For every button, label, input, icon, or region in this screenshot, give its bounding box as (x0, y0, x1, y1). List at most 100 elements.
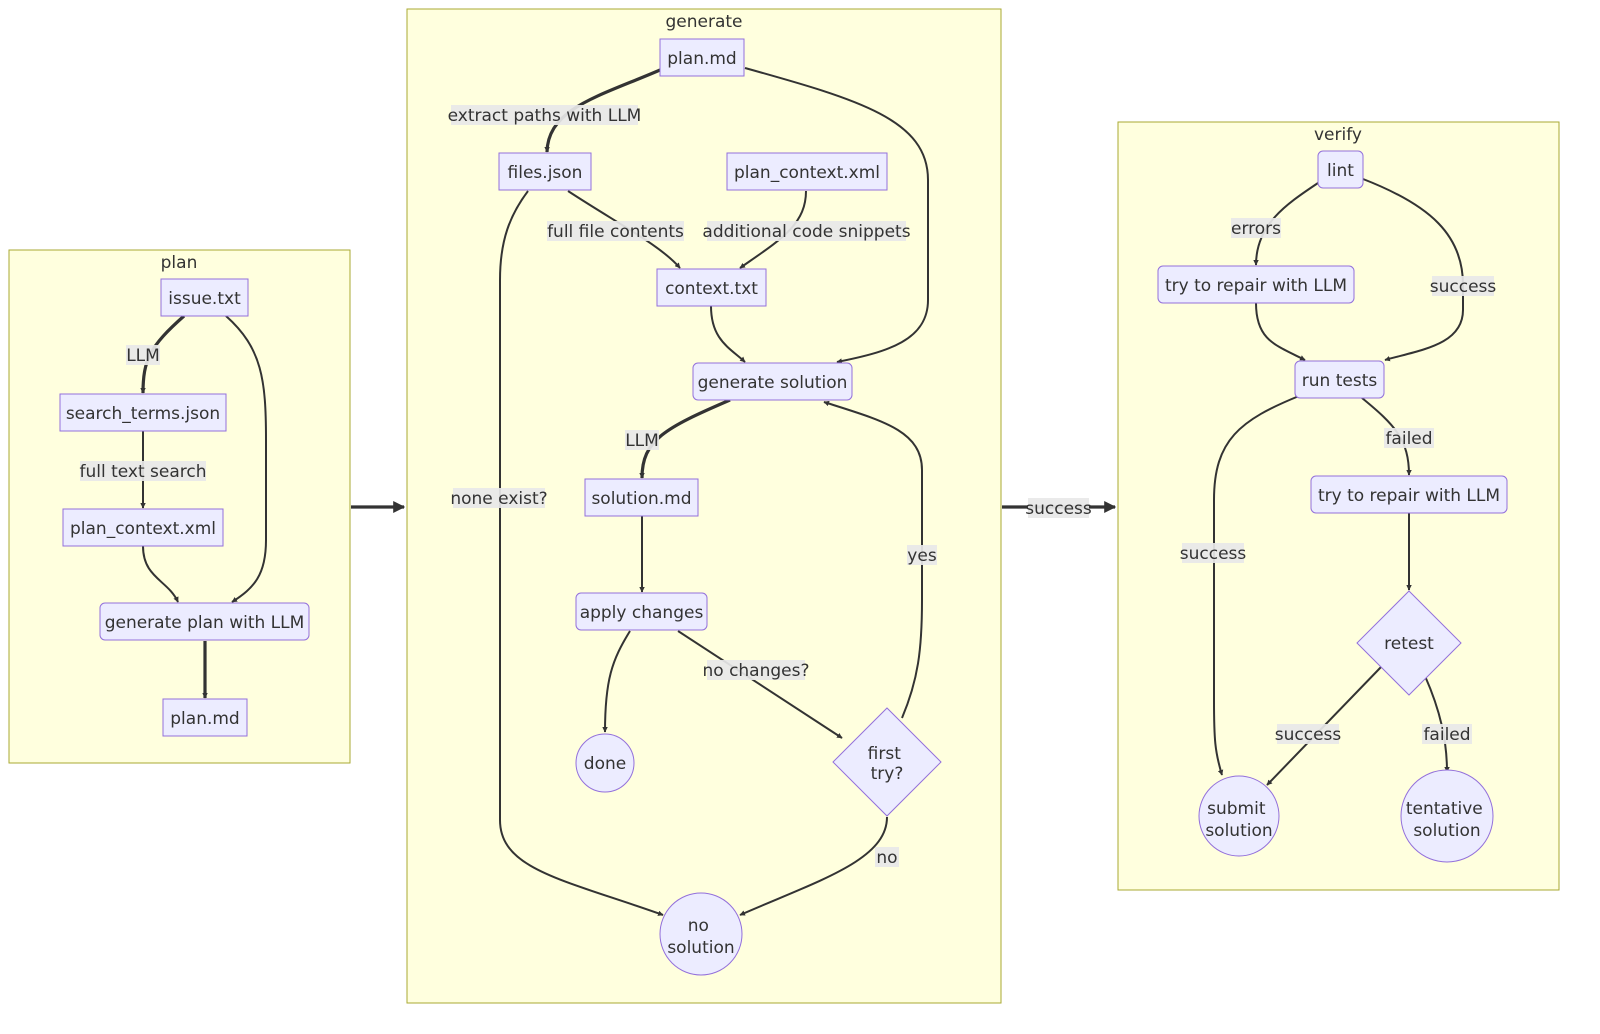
edge-label-no-changes-text: no changes? (702, 661, 809, 681)
edge-label-success-retest-text: success (1275, 725, 1342, 745)
node-no-solution: no solution (659, 892, 743, 976)
node-done: done (575, 733, 635, 793)
node-submit-solution-line1: submit (1207, 799, 1266, 819)
node-first-try-line1: first (868, 744, 902, 764)
edge-apply-changes-to-done (602, 630, 631, 733)
node-tentative-solution: tentative solution (1400, 769, 1494, 863)
node-run-tests-label: run tests (1302, 371, 1378, 391)
node-plan-md-output: plan.md (162, 698, 248, 737)
node-solution-md-label: solution.md (591, 489, 691, 509)
edge-plan-md-to-files-json (544, 68, 661, 153)
edge-run-tests-to-submit (1213, 395, 1300, 776)
edge-label-additional-snippets: additional code snippets (702, 221, 911, 242)
edge-label-failed-retest-text: failed (1423, 725, 1470, 745)
node-generate-solution-label: generate solution (698, 373, 848, 393)
node-generate-plan-label: generate plan with LLM (105, 613, 305, 633)
edge-label-full-text-search: full text search (79, 461, 207, 482)
edge-label-extract-paths: extract paths with LLM (448, 105, 642, 126)
node-plan-md-input-label: plan.md (667, 49, 736, 69)
node-done-label: done (584, 754, 626, 774)
node-no-solution-label: no solution (667, 916, 734, 958)
node-apply-changes: apply changes (575, 592, 708, 631)
node-tentative-solution-label: tentative solution (1406, 799, 1488, 841)
node-try-repair-tests-label: try to repair with LLM (1318, 486, 1500, 506)
edge-label-full-file-contents: full file contents (547, 221, 684, 242)
edge-label-failed-tests: failed (1384, 428, 1434, 449)
node-submit-solution-label: submit solution (1205, 799, 1272, 841)
node-generate-solution: generate solution (692, 362, 853, 401)
edge-label-errors-text: errors (1231, 219, 1281, 239)
edge-issue-to-generate-plan (225, 315, 267, 603)
node-first-try-line2: try? (871, 764, 904, 784)
node-plan-context-xml-plan-label: plan_context.xml (70, 519, 216, 539)
node-issue-txt-label: issue.txt (168, 289, 241, 309)
node-submit-solution: submit solution (1198, 775, 1280, 857)
node-try-repair-lint-label: try to repair with LLM (1165, 276, 1347, 296)
node-search-terms-json: search_terms.json (59, 393, 227, 432)
edge-label-additional-snippets-text: additional code snippets (702, 222, 910, 242)
cluster-generate-title: generate (665, 12, 742, 32)
node-submit-solution-line2: solution (1205, 821, 1272, 841)
node-plan-md-input: plan.md (659, 38, 745, 77)
node-files-json: files.json (498, 152, 592, 191)
node-tentative-solution-line2: solution (1413, 821, 1480, 841)
edge-label-failed-tests-text: failed (1385, 429, 1432, 449)
edge-label-full-file-contents-text: full file contents (547, 222, 684, 242)
node-retest-label: retest (1384, 634, 1434, 654)
node-issue-txt: issue.txt (160, 278, 249, 317)
node-plan-context-xml-plan: plan_context.xml (62, 508, 224, 547)
edge-label-no-changes: no changes? (702, 660, 810, 681)
node-first-try-label: first try? (868, 744, 907, 784)
node-try-repair-tests: try to repair with LLM (1310, 475, 1508, 514)
edge-label-errors: errors (1231, 218, 1281, 239)
edge-label-no-text: no (876, 848, 897, 868)
node-run-tests: run tests (1294, 360, 1385, 399)
node-generate-plan: generate plan with LLM (99, 602, 310, 641)
edge-label-full-text-search-text: full text search (79, 462, 206, 482)
edge-label-success-generate-verify-text: success (1025, 499, 1092, 519)
node-search-terms-json-label: search_terms.json (66, 404, 220, 424)
edge-label-extract-paths-text: extract paths with LLM (448, 106, 642, 126)
edge-apply-changes-to-first-try (677, 630, 843, 739)
edge-label-success-retest: success (1275, 724, 1342, 745)
edge-label-success-tests-text: success (1180, 544, 1247, 564)
cluster-plan: plan (8, 249, 351, 764)
node-plan-context-xml-generate: plan_context.xml (726, 152, 888, 191)
edge-first-try-to-generate-solution (823, 400, 923, 719)
edge-label-none-exist-text: none exist? (450, 489, 547, 509)
node-context-txt-label: context.txt (665, 279, 758, 299)
node-plan-md-output-label: plan.md (170, 709, 239, 729)
node-no-solution-line1: no (688, 916, 709, 936)
edge-first-try-to-no-solution (739, 816, 888, 916)
node-lint: lint (1317, 150, 1364, 189)
cluster-plan-title: plan (161, 253, 198, 273)
edge-generate-solution-to-solution-md (639, 398, 731, 479)
edge-label-success-lint: success (1430, 276, 1497, 297)
edge-label-llm-plan: LLM (126, 345, 160, 366)
edge-label-failed-retest: failed (1422, 724, 1472, 745)
edge-label-llm-generate-text: LLM (625, 431, 659, 451)
node-context-txt: context.txt (656, 268, 767, 307)
edge-label-yes-text: yes (907, 546, 937, 566)
edge-plan-md-to-generate-solution (744, 67, 929, 364)
cluster-verify-title: verify (1314, 125, 1362, 145)
node-retest: retest (1356, 590, 1462, 696)
edge-label-none-exist: none exist? (450, 488, 548, 509)
node-try-repair-lint: try to repair with LLM (1157, 265, 1355, 304)
edge-plan-context-to-generate-plan (142, 545, 179, 603)
node-files-json-label: files.json (508, 163, 583, 183)
edge-repair1-to-run-tests (1255, 302, 1306, 361)
node-plan-context-xml-generate-label: plan_context.xml (734, 163, 880, 183)
edge-label-success-generate-verify: success (1025, 498, 1092, 519)
edge-label-llm-generate: LLM (625, 430, 659, 451)
edge-label-success-lint-text: success (1430, 277, 1497, 297)
node-apply-changes-label: apply changes (580, 603, 704, 623)
node-lint-label: lint (1327, 161, 1354, 181)
node-first-try: first try? (832, 707, 942, 817)
node-tentative-solution-line1: tentative (1406, 799, 1483, 819)
edge-label-no: no (875, 847, 899, 868)
edge-context-txt-to-generate-solution (710, 305, 746, 363)
edge-label-llm-plan-text: LLM (126, 346, 160, 366)
edge-label-success-tests: success (1180, 543, 1247, 564)
